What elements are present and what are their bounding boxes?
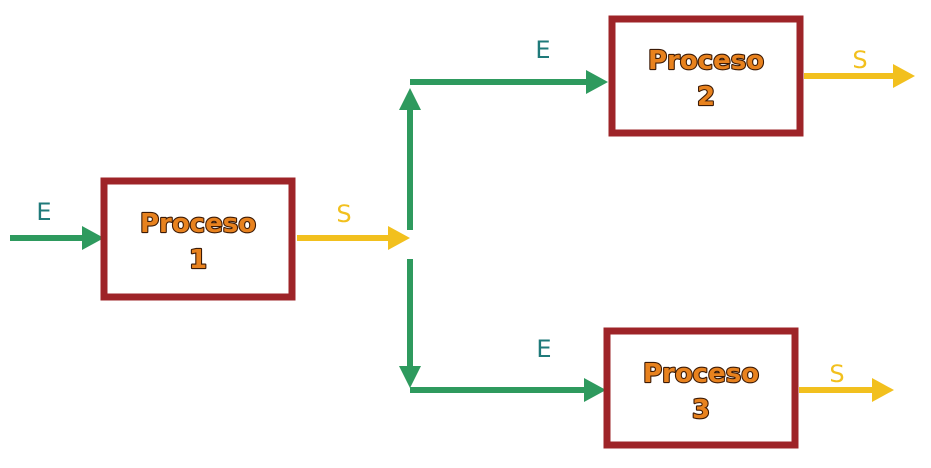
- salida-label-3: S: [829, 360, 844, 388]
- salida-label-2: S: [852, 46, 867, 74]
- process-box-3: Proceso 3: [603, 327, 799, 449]
- entrada-label-3: E: [536, 335, 551, 363]
- entrada-label-2: E: [535, 36, 550, 64]
- process-2-number: 2: [697, 82, 715, 112]
- entrada-arrow-1: [10, 226, 104, 250]
- process-box-1: Proceso 1: [100, 177, 296, 301]
- salida-arrow-3: [799, 378, 894, 402]
- branch-up-arrow: [399, 70, 608, 230]
- salida-arrow-2: [804, 64, 915, 88]
- entrada-label-1: E: [36, 198, 51, 226]
- process-3-label: Proceso: [643, 359, 759, 389]
- process-1-label: Proceso: [140, 209, 256, 239]
- salida-label-1: S: [336, 200, 351, 228]
- salida-arrow-1: [297, 226, 410, 250]
- process-box-2: Proceso 2: [608, 15, 804, 137]
- branch-down-arrow: [399, 259, 606, 402]
- process-1-number: 1: [189, 245, 207, 275]
- process-3-number: 3: [692, 395, 710, 425]
- process-2-label: Proceso: [648, 46, 764, 76]
